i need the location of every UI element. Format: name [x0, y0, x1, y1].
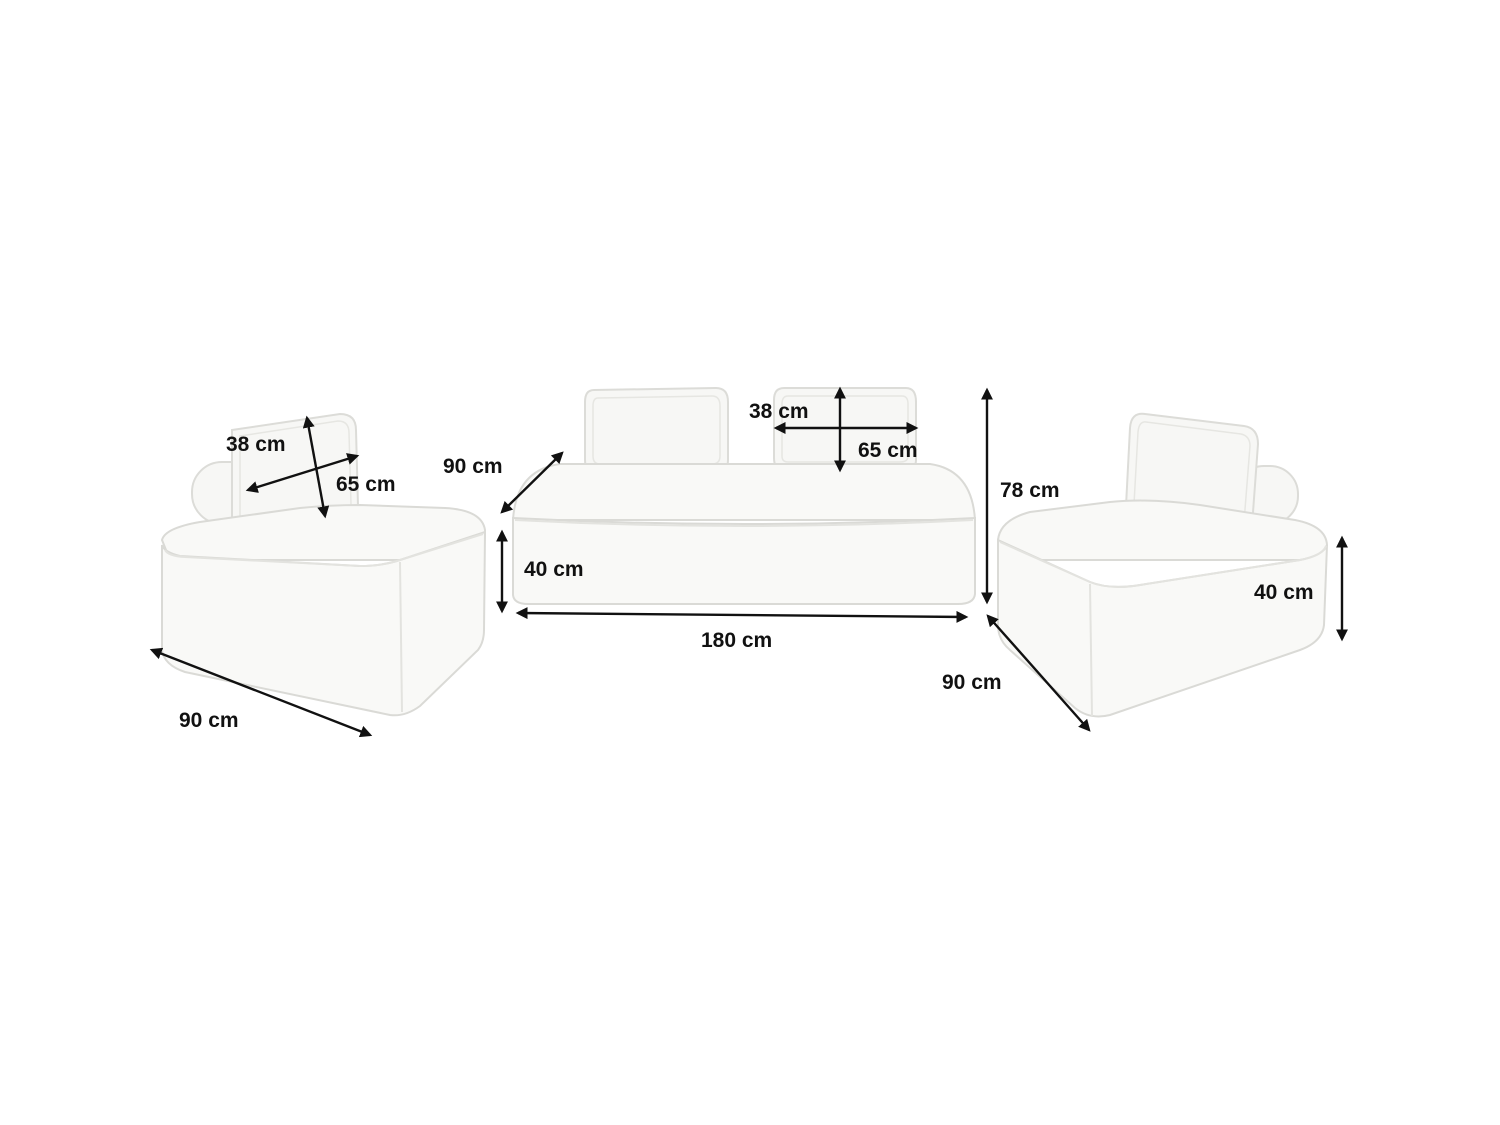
left-depth-arrow	[149, 647, 373, 738]
left-cushion-height-label: 38 cm	[226, 433, 286, 456]
right-seat-base	[997, 538, 1328, 718]
dimension-arrows	[149, 386, 1348, 738]
center-seat-top	[511, 463, 977, 521]
center-depth-arrow	[500, 451, 564, 514]
center-cushion-width-label: 65 cm	[858, 439, 918, 462]
center-depth-label: 90 cm	[443, 455, 503, 478]
center-width-arrow	[515, 607, 969, 623]
right-seat-top	[996, 499, 1329, 561]
dimension-labels: 38 cm 65 cm 90 cm 90 cm 38 cm 65 cm 78 c…	[179, 400, 1314, 732]
center-seat-height-label: 40 cm	[524, 558, 584, 581]
right-seat-height-label: 40 cm	[1254, 581, 1314, 604]
left-depth-label: 90 cm	[179, 709, 239, 732]
center-cushion-height-label: 38 cm	[749, 400, 809, 423]
center-width-label: 180 cm	[701, 629, 772, 652]
center-seat-base	[512, 516, 976, 605]
left-seat-top	[160, 503, 487, 561]
center-total-height-label: 78 cm	[1000, 479, 1060, 502]
left-sofa-module	[160, 412, 487, 717]
right-sofa-module	[996, 412, 1329, 718]
right-depth-arrow	[986, 614, 1091, 732]
left-cushion-width-label: 65 cm	[336, 473, 396, 496]
left-cushion-width-arrow	[245, 453, 360, 493]
center-back-cushion-left	[584, 386, 729, 473]
right-depth-label: 90 cm	[942, 671, 1002, 694]
